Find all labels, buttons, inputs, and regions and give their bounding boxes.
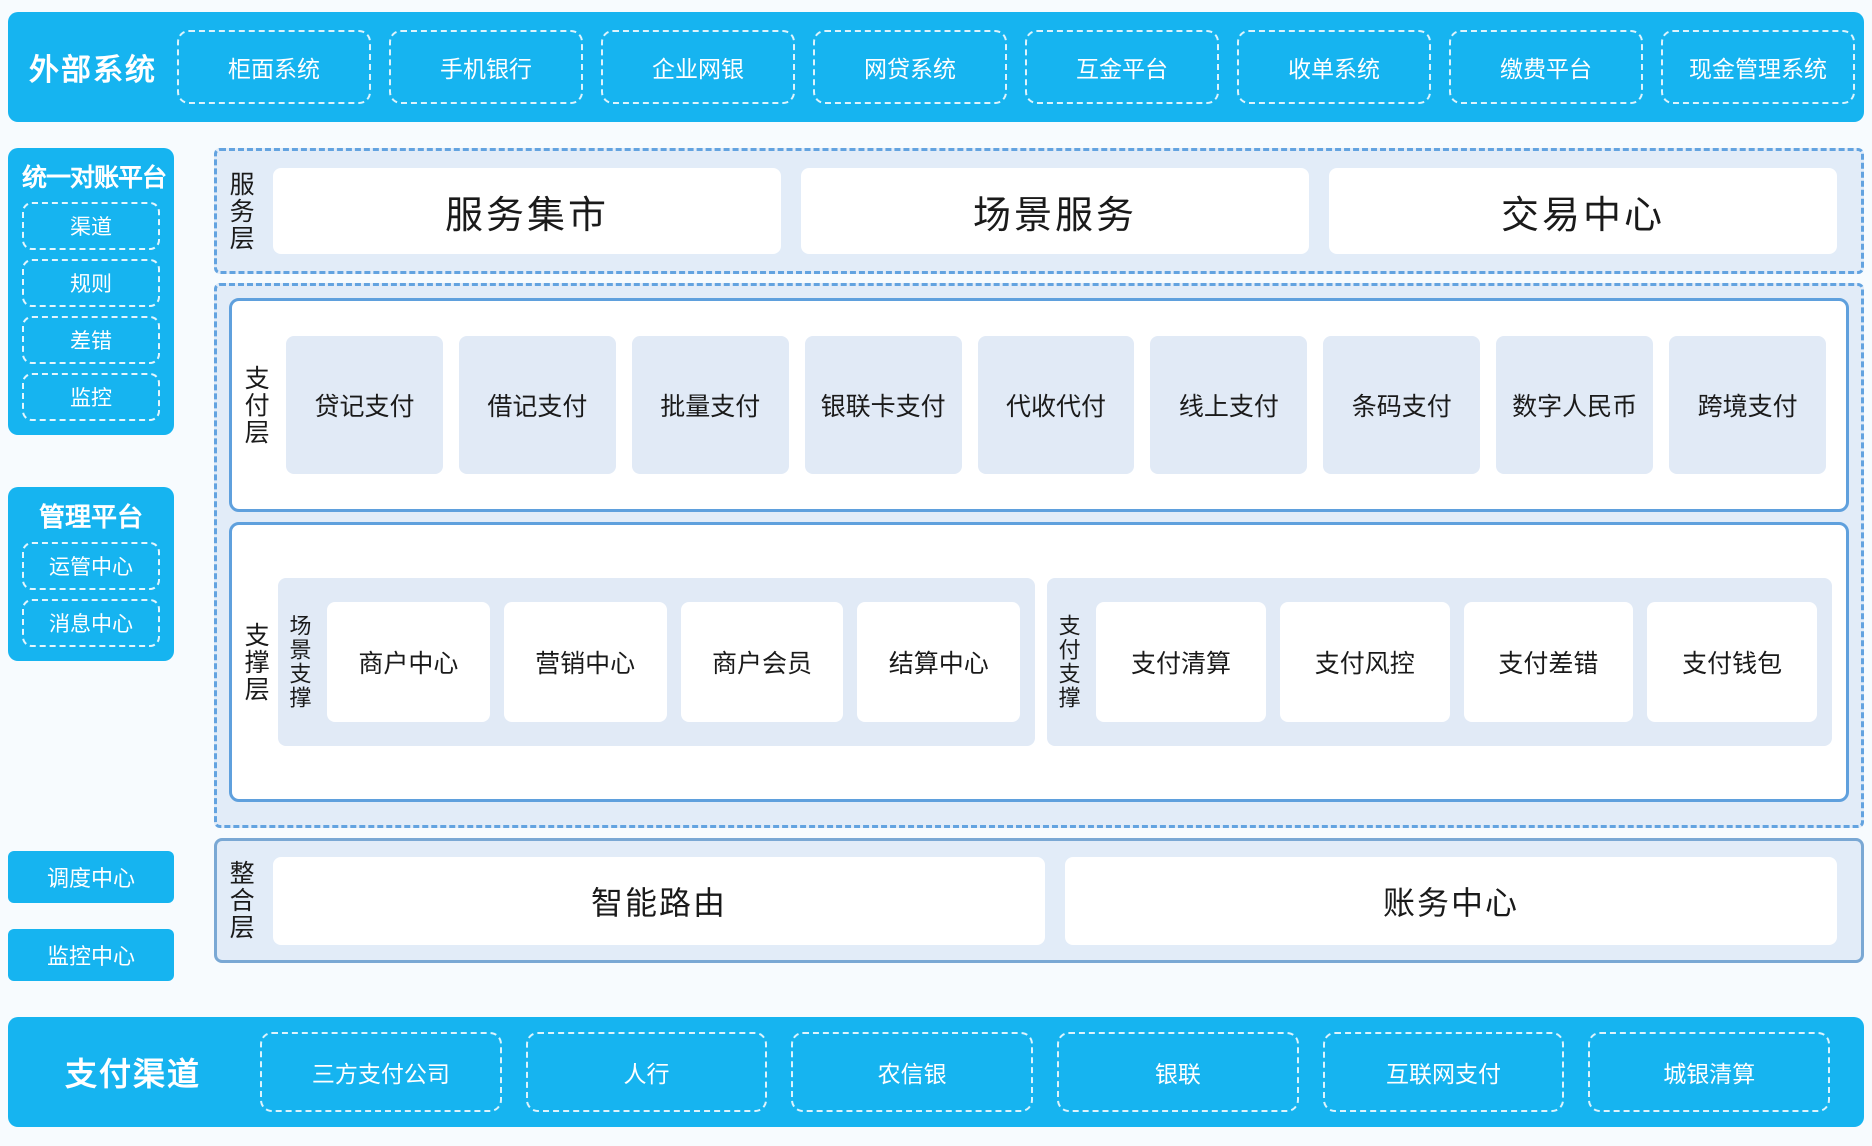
external-system-chip[interactable]: 缴费平台 (1449, 30, 1643, 104)
reconcile-item-channel[interactable]: 渠道 (22, 202, 160, 250)
payment-card-cross-border[interactable]: 跨境支付 (1669, 336, 1827, 474)
support-group-payment-label: 支付支撑 (1055, 614, 1081, 710)
support-card-merchant-center[interactable]: 商户中心 (327, 602, 490, 722)
management-item-operations[interactable]: 运管中心 (22, 542, 160, 590)
external-system-chip[interactable]: 柜面系统 (177, 30, 371, 104)
support-group-payment: 支付支撑 支付清算 支付风控 支付差错 支付钱包 (1047, 578, 1832, 746)
external-systems-list: 柜面系统 手机银行 企业网银 网贷系统 互金平台 收单系统 缴费平台 现金管理系… (168, 12, 1864, 122)
management-item-message[interactable]: 消息中心 (22, 599, 160, 647)
payment-channel-chip[interactable]: 人行 (525, 1032, 768, 1112)
payment-channel-chip[interactable]: 农信银 (791, 1032, 1034, 1112)
support-layer-box: 支撑层 场景支撑 商户中心 营销中心 商户会员 结算中心 支付支撑 支付清算 支… (229, 522, 1849, 802)
service-layer-group: 服务层 服务集市 场景服务 交易中心 (214, 148, 1864, 274)
support-layer-groups: 场景支撑 商户中心 营销中心 商户会员 结算中心 支付支撑 支付清算 支付风控 … (278, 525, 1846, 799)
reconcile-platform-panel: 统一对账平台 渠道 规则 差错 监控 (8, 148, 174, 435)
support-card-payment-risk[interactable]: 支付风控 (1279, 602, 1450, 722)
payment-card-debit[interactable]: 借记支付 (458, 336, 616, 474)
external-system-chip[interactable]: 收单系统 (1237, 30, 1431, 104)
payment-card-batch[interactable]: 批量支付 (631, 336, 789, 474)
support-card-settlement-center[interactable]: 结算中心 (857, 602, 1021, 722)
support-card-marketing-center[interactable]: 营销中心 (503, 602, 667, 722)
payment-layer-list: 贷记支付 借记支付 批量支付 银联卡支付 代收代付 线上支付 条码支付 数字人民… (278, 301, 1846, 509)
service-card-market[interactable]: 服务集市 (273, 168, 781, 254)
reconcile-item-monitor[interactable]: 监控 (22, 373, 160, 421)
support-group-scene-label: 场景支撑 (286, 614, 312, 710)
external-system-chip[interactable]: 互金平台 (1025, 30, 1219, 104)
payment-card-collect-pay[interactable]: 代收代付 (977, 336, 1135, 474)
payment-layer-label: 支付层 (241, 364, 270, 446)
monitor-center-box[interactable]: 监控中心 (8, 929, 174, 981)
service-card-transaction[interactable]: 交易中心 (1329, 168, 1837, 254)
management-platform-panel: 管理平台 运管中心 消息中心 (8, 487, 174, 661)
payment-card-digital-rmb[interactable]: 数字人民币 (1496, 336, 1654, 474)
management-platform-title: 管理平台 (38, 502, 143, 532)
external-system-chip[interactable]: 手机银行 (389, 30, 583, 104)
service-layer-list: 服务集市 场景服务 交易中心 (263, 151, 1861, 271)
integration-layer-list: 智能路由 账务中心 (263, 841, 1861, 960)
external-systems-title: 外部系统 (29, 54, 157, 87)
payment-card-online[interactable]: 线上支付 (1150, 336, 1308, 474)
support-card-payment-wallet[interactable]: 支付钱包 (1647, 602, 1817, 722)
service-layer-label: 服务层 (226, 170, 255, 252)
integration-card-smart-routing[interactable]: 智能路由 (273, 856, 1045, 945)
external-system-chip[interactable]: 网贷系统 (813, 30, 1007, 104)
payment-channels-title: 支付渠道 (64, 1056, 201, 1092)
schedule-center-box[interactable]: 调度中心 (8, 851, 174, 903)
reconcile-item-error[interactable]: 差错 (22, 316, 160, 364)
support-group-scene: 场景支撑 商户中心 营销中心 商户会员 结算中心 (278, 578, 1036, 746)
payment-channel-chip[interactable]: 互联网支付 (1322, 1032, 1565, 1112)
payment-channels-list: 三方支付公司 人行 农信银 银联 互联网支付 城银清算 (248, 1017, 1864, 1127)
payment-channel-chip[interactable]: 三方支付公司 (260, 1032, 502, 1112)
integration-layer-box: 整合层 智能路由 账务中心 (214, 838, 1864, 963)
support-card-merchant-member[interactable]: 商户会员 (680, 602, 844, 722)
external-system-chip[interactable]: 现金管理系统 (1661, 30, 1855, 104)
payment-channel-chip[interactable]: 城银清算 (1588, 1032, 1831, 1112)
integration-layer-label: 整合层 (226, 860, 255, 941)
payment-card-unionpay[interactable]: 银联卡支付 (804, 336, 962, 474)
external-system-chip[interactable]: 企业网银 (601, 30, 795, 104)
payment-card-credit[interactable]: 贷记支付 (286, 336, 443, 474)
payment-channels-bar: 支付渠道 三方支付公司 人行 农信银 银联 互联网支付 城银清算 (8, 1017, 1864, 1127)
support-card-payment-error[interactable]: 支付差错 (1463, 602, 1634, 722)
reconcile-item-rule[interactable]: 规则 (22, 259, 160, 307)
integration-card-accounting-center[interactable]: 账务中心 (1065, 856, 1837, 945)
core-layer-group: 支付层 贷记支付 借记支付 批量支付 银联卡支付 代收代付 线上支付 条码支付 … (214, 283, 1864, 828)
support-layer-label: 支撑层 (241, 621, 270, 703)
payment-card-barcode[interactable]: 条码支付 (1323, 336, 1481, 474)
reconcile-platform-title: 统一对账平台 (22, 164, 167, 192)
payment-layer-box: 支付层 贷记支付 借记支付 批量支付 银联卡支付 代收代付 线上支付 条码支付 … (229, 298, 1849, 512)
external-systems-bar: 外部系统 柜面系统 手机银行 企业网银 网贷系统 互金平台 收单系统 缴费平台 … (8, 12, 1864, 122)
service-card-scene[interactable]: 场景服务 (801, 168, 1309, 254)
payment-channel-chip[interactable]: 银联 (1057, 1032, 1299, 1112)
support-card-payment-clearing[interactable]: 支付清算 (1096, 602, 1266, 722)
